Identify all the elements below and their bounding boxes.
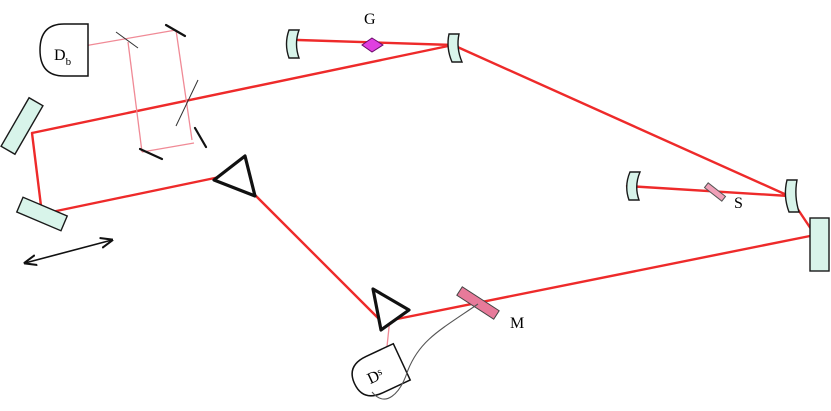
main-beam-path [30,38,817,324]
pickoff-plate-top [115,31,139,49]
sample-label: S [734,195,743,212]
curved-mirror-top-right [447,33,464,63]
prism-lower [371,287,411,332]
output-coupler-plate [456,286,500,320]
output-coupler-label: M [510,315,524,332]
curved-mirror-mid-right [784,179,800,213]
svg-text:Ds: Ds [365,366,387,388]
grating-element [361,37,384,53]
svg-text:Db: Db [54,47,72,68]
detector-db: Db [39,23,89,77]
detector-ds: Ds [351,342,412,397]
curved-mirror-top-left [285,29,300,59]
sample-plate [703,182,727,202]
curved-mirror-mid-left [626,171,642,201]
detector-db-label: D [54,47,66,64]
detector-db-subscript: b [66,56,72,68]
prism-upper [212,154,257,198]
folding-mirror-right [809,217,830,272]
probe-beam-arm [83,29,391,357]
beamsplitter-bottom [138,147,164,161]
grating-label: G [364,11,376,28]
end-mirror-bottom-left [15,196,69,232]
detector-ds-subscript: s [375,366,384,379]
pickoff-plate-center [175,79,199,127]
signal-cable [371,303,479,400]
end-mirror-top-left [0,96,44,156]
beamsplitter-top [164,23,187,38]
beamsplitter-right [193,126,208,149]
double-headed-arrow-icon [25,240,112,263]
